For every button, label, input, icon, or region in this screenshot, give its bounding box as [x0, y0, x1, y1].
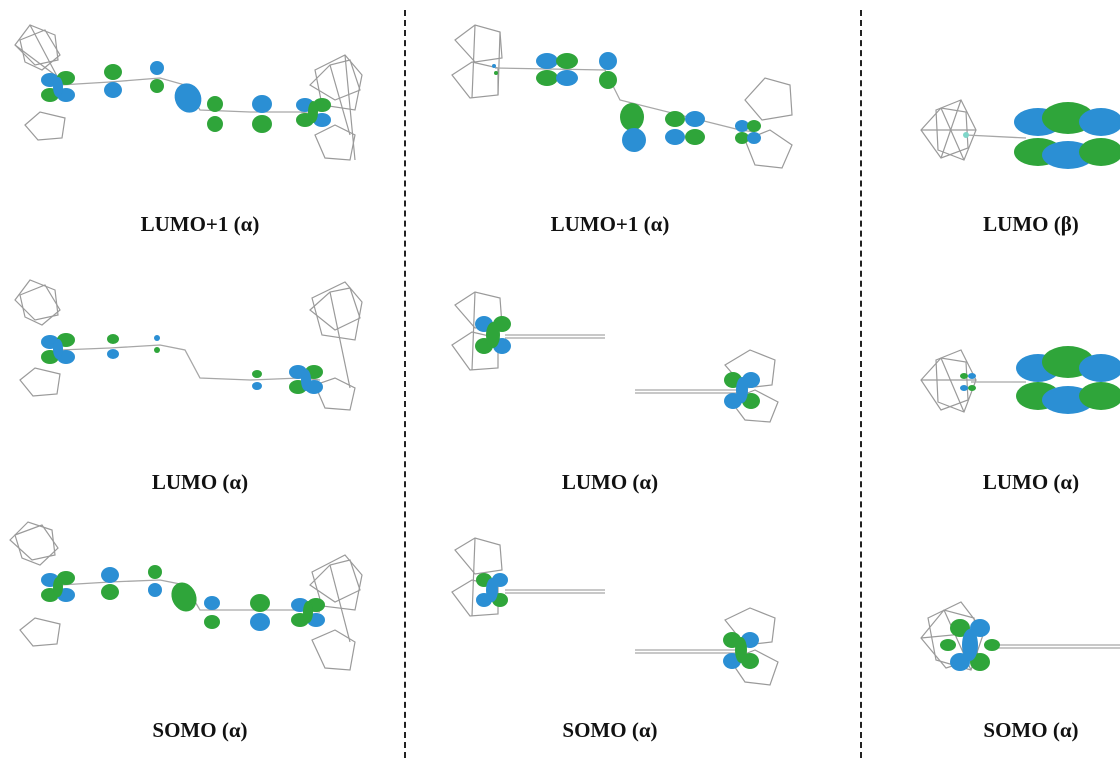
orbital-render [14, 24, 363, 161]
orbital-label: LUMO (α) [151, 470, 249, 494]
column-divider-left [404, 10, 406, 758]
orbital-render [920, 601, 1120, 671]
orbital-panel-c1-r1: LUMO+1 (α) [0, 0, 400, 250]
orbital-label: LUMO+1 (α) [140, 212, 260, 236]
orbital-panel-c3-r2: LUMO (α) [866, 250, 1120, 500]
orbital-panel-c2-r2: LUMO (α) [410, 250, 858, 500]
orbital-render [451, 24, 793, 169]
orbital-render [920, 99, 1120, 169]
orbital-label: LUMO+1 (α) [550, 212, 670, 236]
orbital-render [451, 291, 779, 423]
orbital-render [9, 521, 363, 671]
column-divider-right [860, 10, 862, 758]
orbital-label: LUMO (α) [982, 470, 1080, 494]
orbital-label: LUMO (β) [983, 212, 1079, 236]
orbital-panel-c3-r1: LUMO (β) [866, 0, 1120, 250]
orbital-panel-c1-r3: SOMO (α) [0, 510, 400, 762]
orbital-panel-c3-r3: SOMO (α) [866, 510, 1120, 762]
orbital-label: SOMO (α) [152, 718, 248, 742]
orbital-label: SOMO (α) [562, 718, 658, 742]
orbital-render [451, 537, 779, 686]
orbital-panel-c2-r3: SOMO (α) [410, 510, 858, 762]
orbital-panel-c1-r2: LUMO (α) [0, 250, 400, 500]
orbital-panel-c2-r1: LUMO+1 (α) [410, 0, 858, 250]
orbital-render [14, 279, 363, 411]
orbital-label: SOMO (α) [983, 718, 1079, 742]
orbital-label: LUMO (α) [561, 470, 659, 494]
orbital-render [920, 346, 1120, 414]
